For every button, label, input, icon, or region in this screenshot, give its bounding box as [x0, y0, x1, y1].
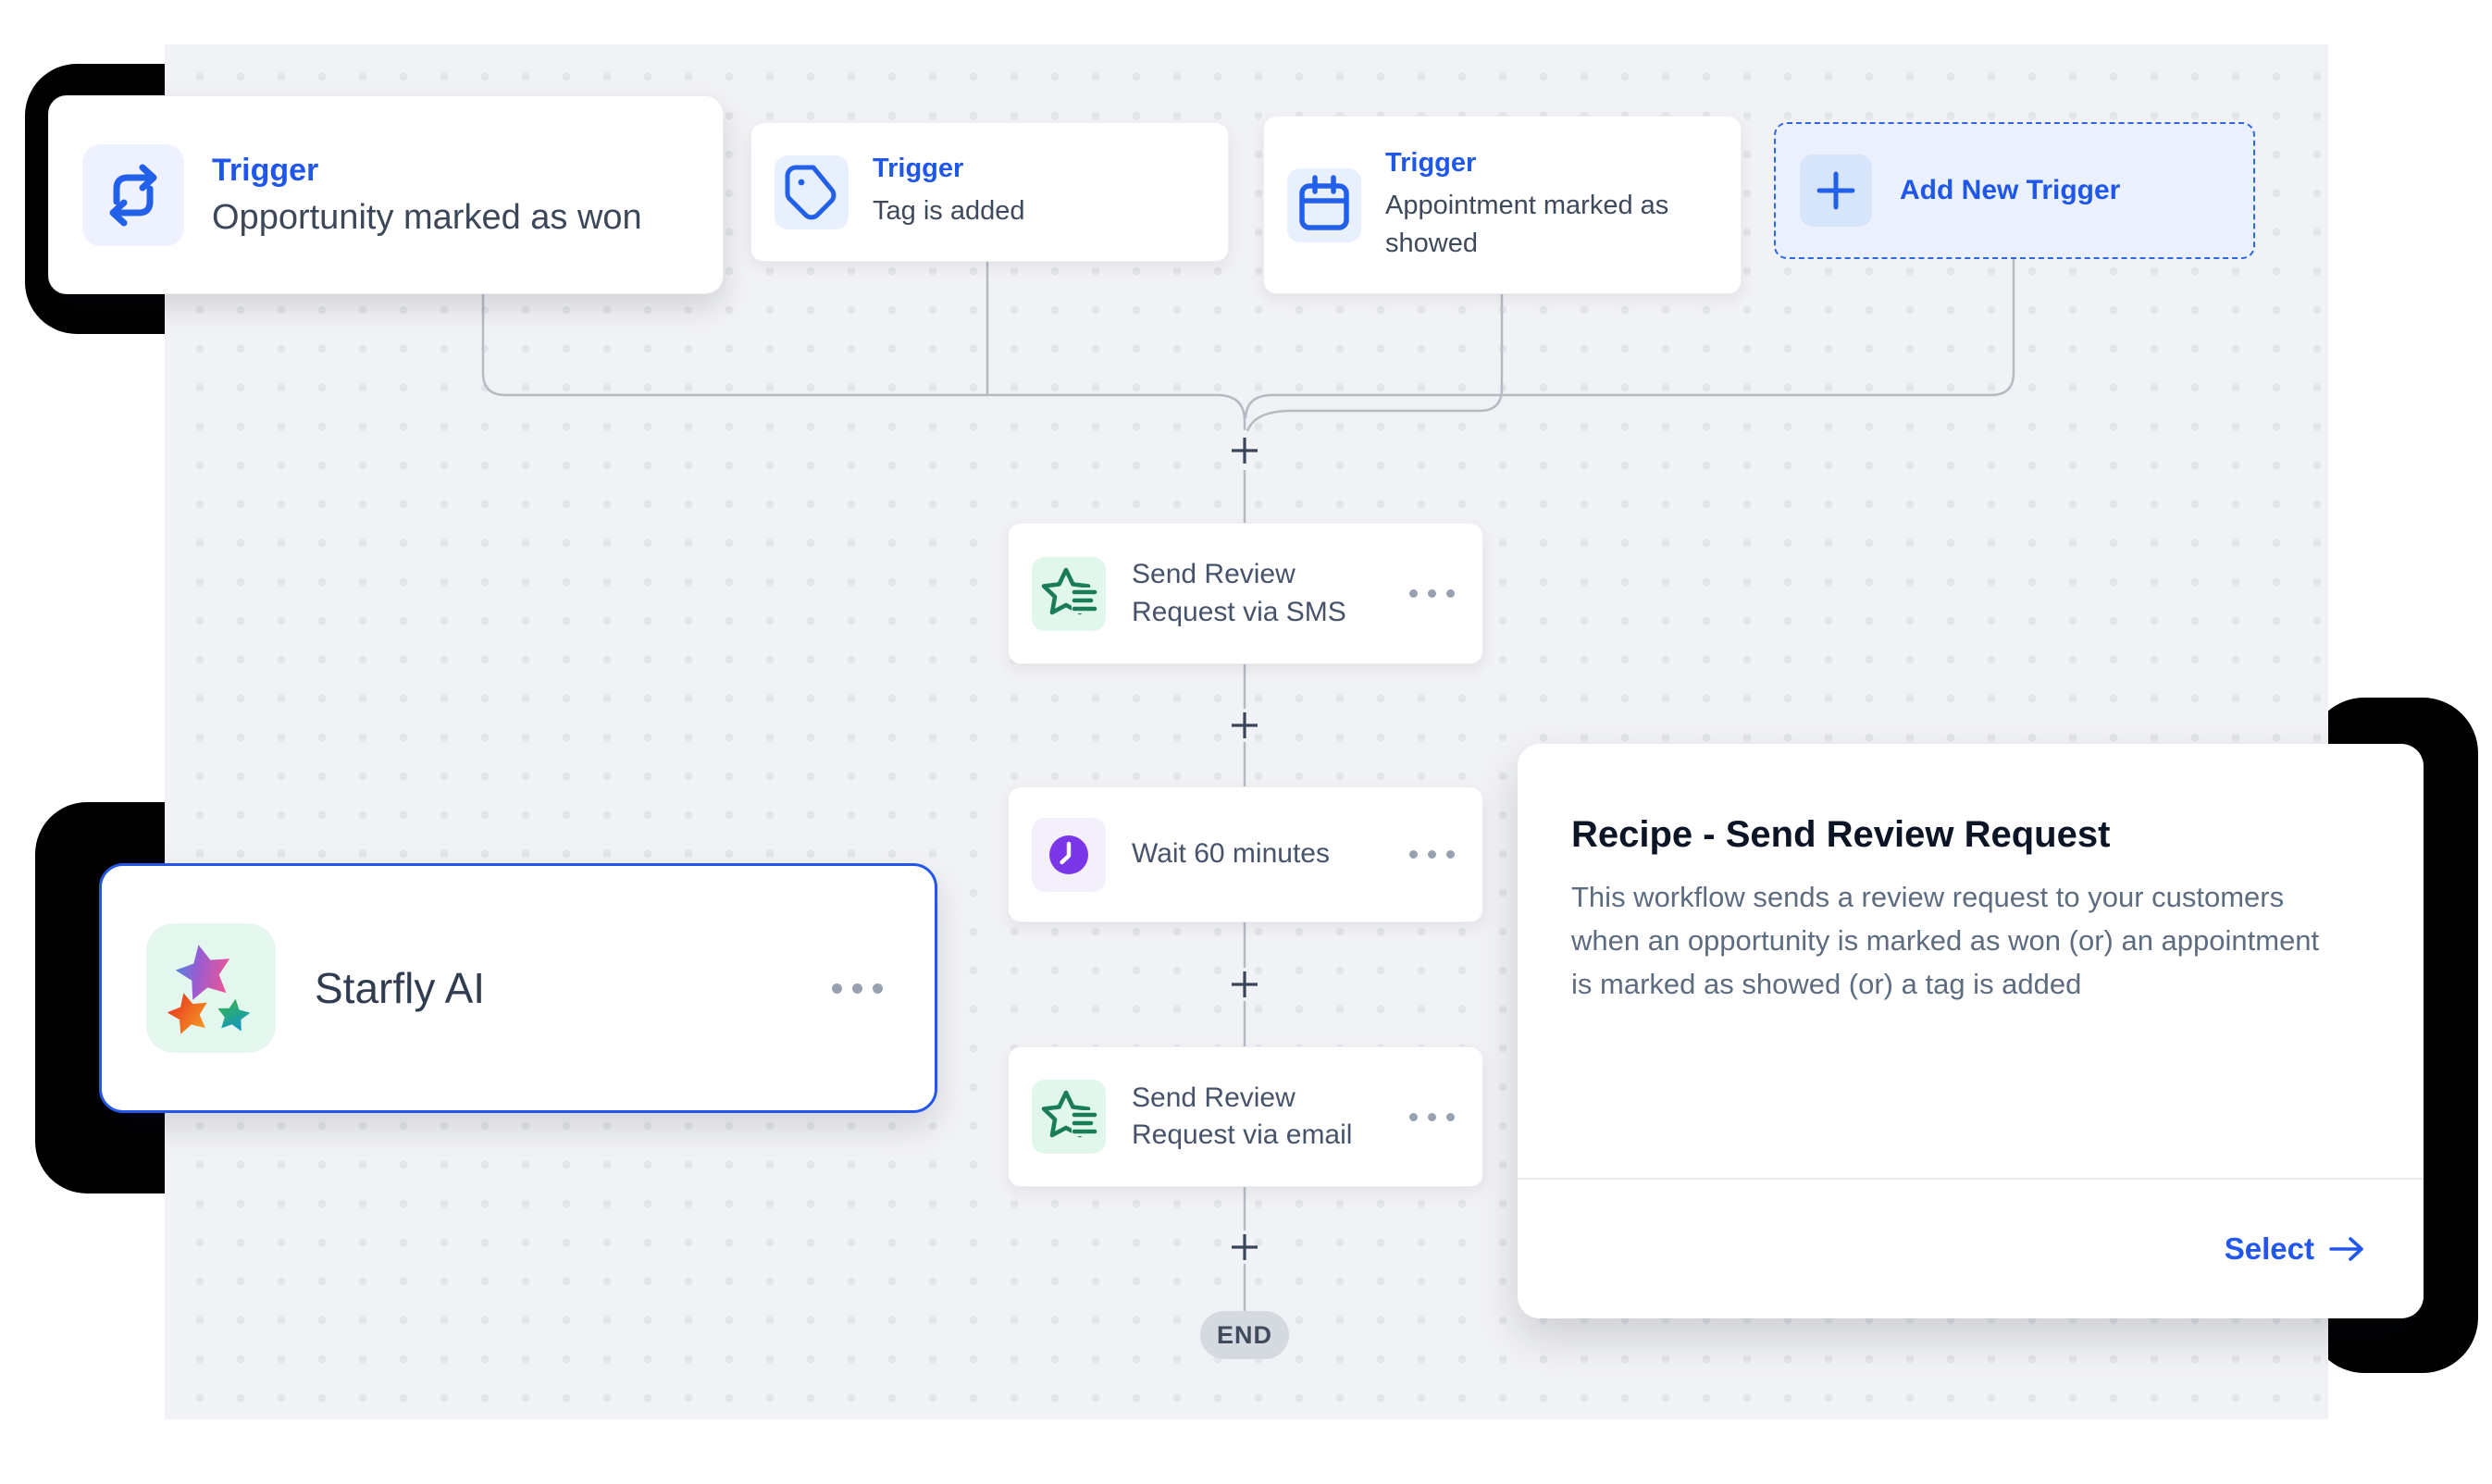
step-card-wait[interactable]: Wait 60 minutes [1008, 786, 1483, 922]
review-star-icon [1032, 1080, 1106, 1154]
add-new-trigger-button[interactable]: Add New Trigger [1774, 122, 2255, 259]
recipe-description: This workflow sends a review request to … [1571, 881, 2320, 1000]
tag-icon [775, 155, 849, 229]
trigger-title: Appointment marked as showed [1385, 190, 1669, 258]
ellipsis-icon[interactable] [1409, 589, 1455, 598]
step-title: Send Review Request via email [1132, 1082, 1353, 1151]
recipe-panel: Recipe - Send Review Request This workfl… [1518, 744, 2424, 1318]
workflow-end-node: END [1200, 1311, 1289, 1359]
ellipsis-icon[interactable] [1409, 1112, 1455, 1121]
select-recipe-button[interactable]: Select [2225, 1231, 2366, 1267]
trigger-card-tag-added[interactable]: Trigger Tag is added [750, 122, 1229, 262]
select-label: Select [2224, 1231, 2314, 1266]
ellipsis-icon[interactable] [832, 983, 883, 994]
add-new-trigger-label: Add New Trigger [1900, 175, 2121, 205]
arrow-right-icon [2329, 1237, 2363, 1261]
add-step-plus-icon[interactable] [1231, 1233, 1258, 1261]
clock-icon [1032, 817, 1106, 892]
trigger-title: Opportunity marked as won [212, 197, 642, 237]
trigger-title: Tag is added [873, 196, 1025, 227]
trigger-type-label: Trigger [212, 152, 319, 188]
add-step-plus-icon[interactable] [1231, 711, 1258, 739]
app-name: Starfly AI [315, 964, 486, 1012]
step-title: Wait 60 minutes [1132, 838, 1330, 870]
add-step-plus-icon[interactable] [1231, 437, 1258, 464]
plus-icon [1800, 155, 1872, 227]
app-card-starfly-ai[interactable]: Starfly AI [99, 863, 937, 1113]
ellipsis-icon[interactable] [1409, 850, 1455, 859]
recipe-title: Recipe - Send Review Request [1571, 814, 2111, 855]
add-step-plus-icon[interactable] [1231, 971, 1258, 998]
step-card-review-sms[interactable]: Send Review Request via SMS [1008, 523, 1483, 664]
swap-arrows-icon [82, 143, 184, 246]
review-star-icon [1032, 556, 1106, 631]
trigger-type-label: Trigger [1385, 147, 1477, 178]
step-card-review-email[interactable]: Send Review Request via email [1008, 1046, 1483, 1187]
calendar-icon [1287, 167, 1361, 242]
step-title: Send Review Request via SMS [1132, 559, 1346, 627]
recipe-footer: Select [1518, 1178, 2424, 1318]
trigger-card-appointment-showed[interactable]: Trigger Appointment marked as showed [1263, 116, 1742, 294]
trigger-card-opportunity-won[interactable]: Trigger Opportunity marked as won [48, 95, 724, 294]
trigger-type-label: Trigger [873, 154, 964, 184]
starfly-logo-icon [146, 923, 276, 1053]
